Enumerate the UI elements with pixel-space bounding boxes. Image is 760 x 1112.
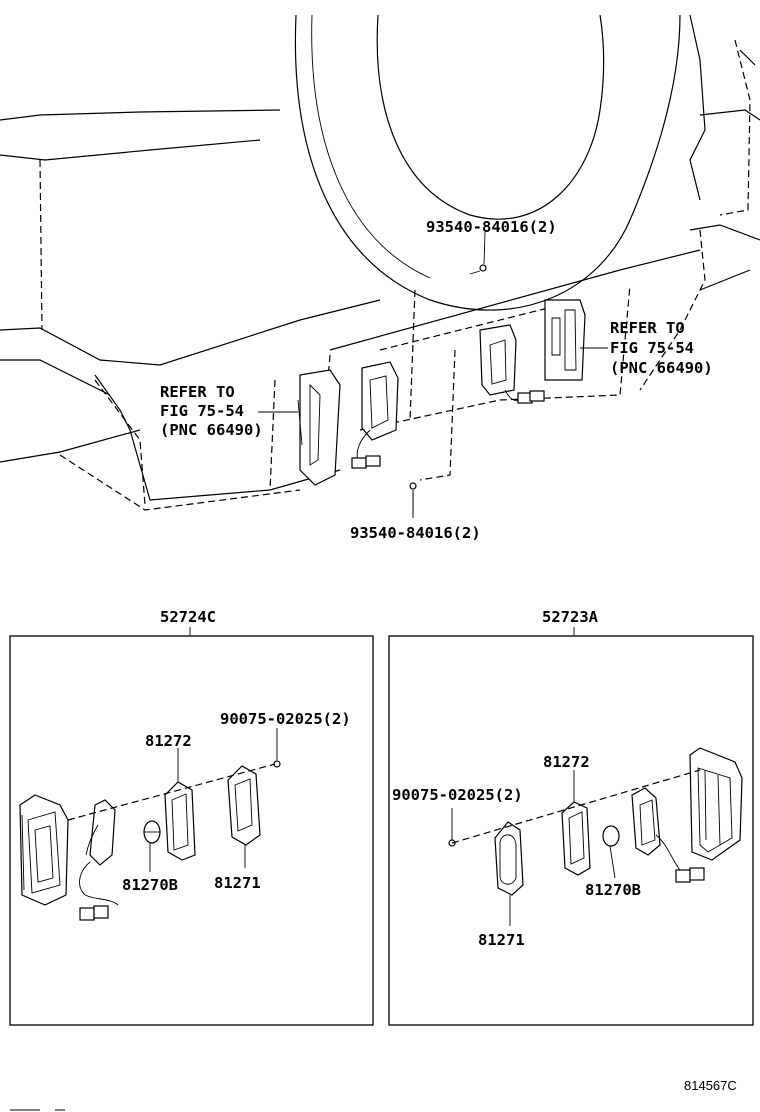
left-bulb-label: 81270B (122, 876, 178, 894)
right-assembly-label: 52723A (542, 608, 599, 626)
bolt-top-label: 93540-84016(2) (426, 218, 557, 236)
right-gasket-label: 81272 (543, 753, 590, 771)
left-assembly-parts (19, 728, 281, 921)
refer-left-line3: (PNC 66490) (160, 421, 263, 439)
refer-right-line3: (PNC 66490) (610, 359, 713, 377)
vehicle-rear-illustration (0, 14, 760, 518)
left-screw-label: 90075-02025(2) (220, 710, 351, 728)
refer-right-line1: REFER TO (610, 319, 685, 337)
right-bulb-label: 81270B (585, 881, 641, 899)
diagram-code: 814567C (684, 1078, 737, 1093)
left-lens-label: 81271 (214, 874, 261, 892)
right-assembly-parts (448, 747, 743, 926)
refer-left-line2: FIG 75-54 (160, 402, 244, 420)
right-assembly-box (388, 635, 754, 1026)
refer-right-line2: FIG 75-54 (610, 339, 694, 357)
left-assembly-label: 52724C (160, 608, 216, 626)
refer-left-line1: REFER TO (160, 383, 235, 401)
left-assembly-box (9, 635, 374, 1026)
left-gasket-label: 81272 (145, 732, 192, 750)
bolt-bottom-label: 93540-84016(2) (350, 524, 481, 542)
right-screw-label: 90075-02025(2) (392, 786, 523, 804)
right-lens-label: 81271 (478, 931, 525, 949)
